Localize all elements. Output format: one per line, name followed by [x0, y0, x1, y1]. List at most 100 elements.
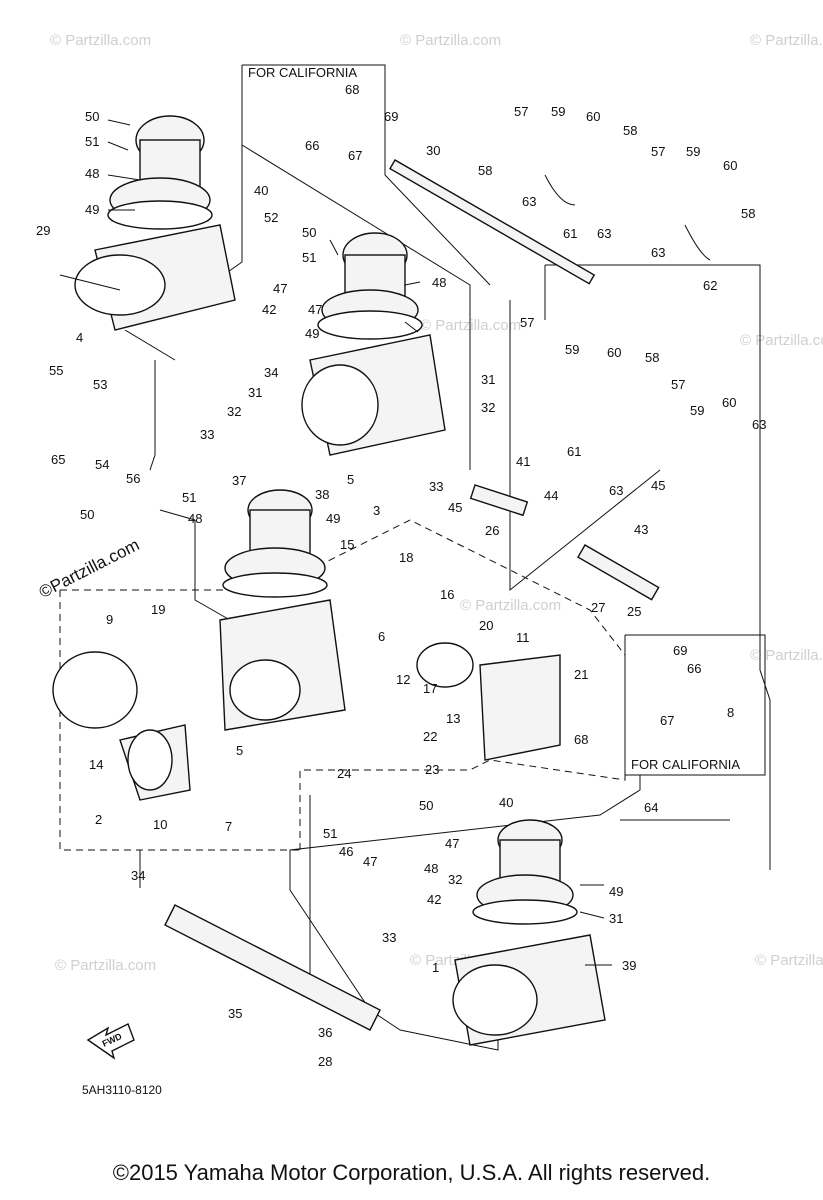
- callout-label: 48: [85, 166, 99, 181]
- callout-label: 57: [671, 377, 685, 392]
- watermark: © Partzilla.com: [55, 957, 156, 974]
- callout-label: 12: [396, 672, 410, 687]
- callout-label: 9: [106, 612, 113, 627]
- callout-label: 6: [378, 629, 385, 644]
- callout-label: 33: [429, 479, 443, 494]
- watermark: © Partzilla.com: [755, 952, 823, 969]
- callout-label: 63: [522, 194, 536, 209]
- callout-label: 51: [323, 826, 337, 841]
- callout-label: 36: [318, 1025, 332, 1040]
- callout-label: 47: [273, 281, 287, 296]
- callout-label: 51: [302, 250, 316, 265]
- callout-label: 41: [516, 454, 530, 469]
- watermark: © Partzilla.com: [400, 32, 501, 49]
- california-label: FOR CALIFORNIA: [248, 65, 357, 80]
- callout-label: 61: [567, 444, 581, 459]
- callout-label: 42: [262, 302, 276, 317]
- callout-label: 65: [51, 452, 65, 467]
- callout-label: 63: [752, 417, 766, 432]
- callout-label: 53: [93, 377, 107, 392]
- callout-label: 3: [373, 503, 380, 518]
- callout-label: 58: [623, 123, 637, 138]
- callout-label: 35: [228, 1006, 242, 1021]
- callout-label: 48: [188, 511, 202, 526]
- callout-label: 49: [326, 511, 340, 526]
- callout-label: 58: [741, 206, 755, 221]
- callout-label: 49: [305, 326, 319, 341]
- callout-numbers: 50 51 48 49 29 4 55 53 65 54 56 68 69 66…: [36, 82, 766, 1069]
- callout-label: 16: [440, 587, 454, 602]
- callout-label: 55: [49, 363, 63, 378]
- callout-label: 7: [225, 819, 232, 834]
- callout-label: 18: [399, 550, 413, 565]
- california-label: FOR CALIFORNIA: [631, 757, 740, 772]
- callout-label: 42: [427, 892, 441, 907]
- callout-label: 47: [445, 836, 459, 851]
- callout-label: 66: [687, 661, 701, 676]
- callout-label: 29: [36, 223, 50, 238]
- callout-label: 50: [419, 798, 433, 813]
- callout-label: 19: [151, 602, 165, 617]
- callout-label: 39: [622, 958, 636, 973]
- callout-label: 43: [634, 522, 648, 537]
- callout-label: 37: [232, 473, 246, 488]
- callout-label: 5: [347, 472, 354, 487]
- callout-label: 40: [254, 183, 268, 198]
- part-shapes: [52, 115, 711, 1046]
- copyright-notice: ©2015 Yamaha Motor Corporation, U.S.A. A…: [112, 1160, 711, 1185]
- callout-label: 45: [448, 500, 462, 515]
- callout-label: 33: [382, 930, 396, 945]
- callout-label: 59: [565, 342, 579, 357]
- callout-label: 51: [182, 490, 196, 505]
- callout-label: 48: [432, 275, 446, 290]
- callout-label: 67: [660, 713, 674, 728]
- callout-label: 60: [722, 395, 736, 410]
- callout-label: 31: [481, 372, 495, 387]
- callout-label: 60: [586, 109, 600, 124]
- callout-label: 13: [446, 711, 460, 726]
- callout-label: 32: [227, 404, 241, 419]
- callout-label: 15: [340, 537, 354, 552]
- callout-label: 5: [236, 743, 243, 758]
- callout-label: 21: [574, 667, 588, 682]
- callout-label: 2: [95, 812, 102, 827]
- callout-label: 66: [305, 138, 319, 153]
- callout-label: 50: [80, 507, 94, 522]
- callout-label: 58: [478, 163, 492, 178]
- callout-label: 58: [645, 350, 659, 365]
- leader-lines: [107, 119, 612, 966]
- callout-label: 51: [85, 134, 99, 149]
- callout-label: 47: [308, 302, 322, 317]
- callout-label: 38: [315, 487, 329, 502]
- callout-label: 44: [544, 488, 558, 503]
- fwd-arrow-icon: FWD: [86, 1023, 135, 1060]
- callout-label: 47: [363, 854, 377, 869]
- callout-label: 50: [85, 109, 99, 124]
- callout-label: 56: [126, 471, 140, 486]
- callout-label: 1: [432, 960, 439, 975]
- callout-label: 61: [563, 226, 577, 241]
- callout-label: 27: [591, 600, 605, 615]
- diagram-code: 5AH3110-8120: [82, 1083, 162, 1097]
- callout-label: 28: [318, 1054, 332, 1069]
- callout-label: 31: [248, 385, 262, 400]
- frame-lines: [124, 64, 771, 1051]
- callout-label: 64: [644, 800, 658, 815]
- callout-label: 62: [703, 278, 717, 293]
- callout-label: 63: [609, 483, 623, 498]
- watermark: © Partzilla.com: [740, 332, 823, 349]
- callout-label: 67: [348, 148, 362, 163]
- callout-label: 25: [627, 604, 641, 619]
- callout-label: 26: [485, 523, 499, 538]
- callout-label: 24: [337, 766, 351, 781]
- callout-label: 49: [85, 202, 99, 217]
- callout-label: 46: [339, 844, 353, 859]
- callout-label: 63: [651, 245, 665, 260]
- callout-label: 60: [607, 345, 621, 360]
- watermark: © Partzilla.com: [420, 317, 521, 334]
- callout-label: 59: [690, 403, 704, 418]
- callout-label: 34: [264, 365, 278, 380]
- callout-label: 14: [89, 757, 103, 772]
- callout-label: 8: [727, 705, 734, 720]
- callout-label: 23: [425, 762, 439, 777]
